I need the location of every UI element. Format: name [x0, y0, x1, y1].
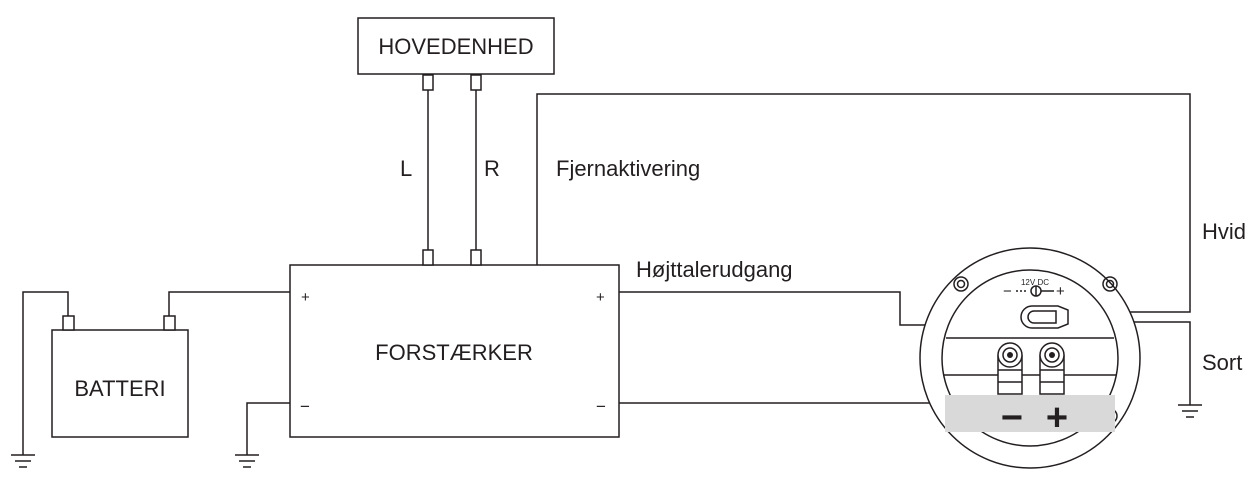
negative-binding-post: [997, 342, 1023, 395]
speaker-output-label: Højttalerudgang: [636, 257, 793, 282]
amplifier-ground-wire: [246, 402, 290, 455]
amplifier-label: FORSTÆRKER: [375, 340, 533, 365]
amp-output-minus: −: [596, 397, 606, 416]
dc-input-plus: +: [1056, 283, 1065, 300]
speaker-terminal-minus: −: [1001, 397, 1023, 439]
right-channel-label: R: [484, 156, 500, 181]
black-wire-label: Sort: [1202, 350, 1242, 375]
battery-terminal-left: [62, 315, 75, 331]
white-wire-label: Hvid: [1202, 219, 1246, 244]
ground-symbol-battery: [11, 454, 35, 468]
ground-symbol-speaker: [1178, 404, 1202, 418]
remote-wire: [536, 93, 1191, 313]
left-channel-label: L: [400, 156, 412, 181]
battery-terminal-right: [163, 315, 176, 331]
battery-label: BATTERI: [74, 376, 165, 401]
head-unit-connector-r: [470, 74, 482, 91]
speaker-terminal-plus: +: [1046, 397, 1068, 439]
battery-ground-wire: [22, 291, 69, 455]
dc-jack-symbol: [1016, 285, 1054, 297]
amplifier-box: [289, 264, 620, 438]
head-unit-connector-l: [422, 74, 434, 91]
battery-box: [51, 329, 189, 438]
head-unit-label: HOVEDENHED: [378, 34, 533, 59]
amp-input-minus: −: [300, 397, 310, 416]
dc-input-label: 12V DC: [1021, 278, 1049, 287]
amplifier-connector-l: [422, 249, 434, 266]
dc-plug-inner: [1027, 310, 1057, 324]
battery: BATTERI: [51, 315, 189, 438]
terminal-polarity-strip: [945, 395, 1115, 432]
battery-positive-wire: [168, 291, 290, 316]
positive-binding-post: [1039, 342, 1065, 395]
subwoofer-speaker: 12V DC − +: [919, 247, 1141, 469]
amp-output-plus: +: [596, 289, 605, 306]
amplifier-connector-r: [470, 249, 482, 266]
speaker-inner-ring: [941, 269, 1119, 447]
remote-label: Fjernaktivering: [556, 156, 700, 181]
head-unit: HOVEDENHED: [357, 17, 555, 91]
amp-input-plus: +: [301, 289, 310, 306]
mounting-screw-top-left: [953, 276, 969, 292]
ground-symbol-amplifier: [235, 454, 259, 468]
dc-input-minus: −: [1003, 283, 1012, 300]
mounting-screw-top-right: [1102, 276, 1118, 292]
amplifier: FORSTÆRKER + − + −: [289, 249, 620, 438]
head-unit-box: [357, 17, 555, 75]
